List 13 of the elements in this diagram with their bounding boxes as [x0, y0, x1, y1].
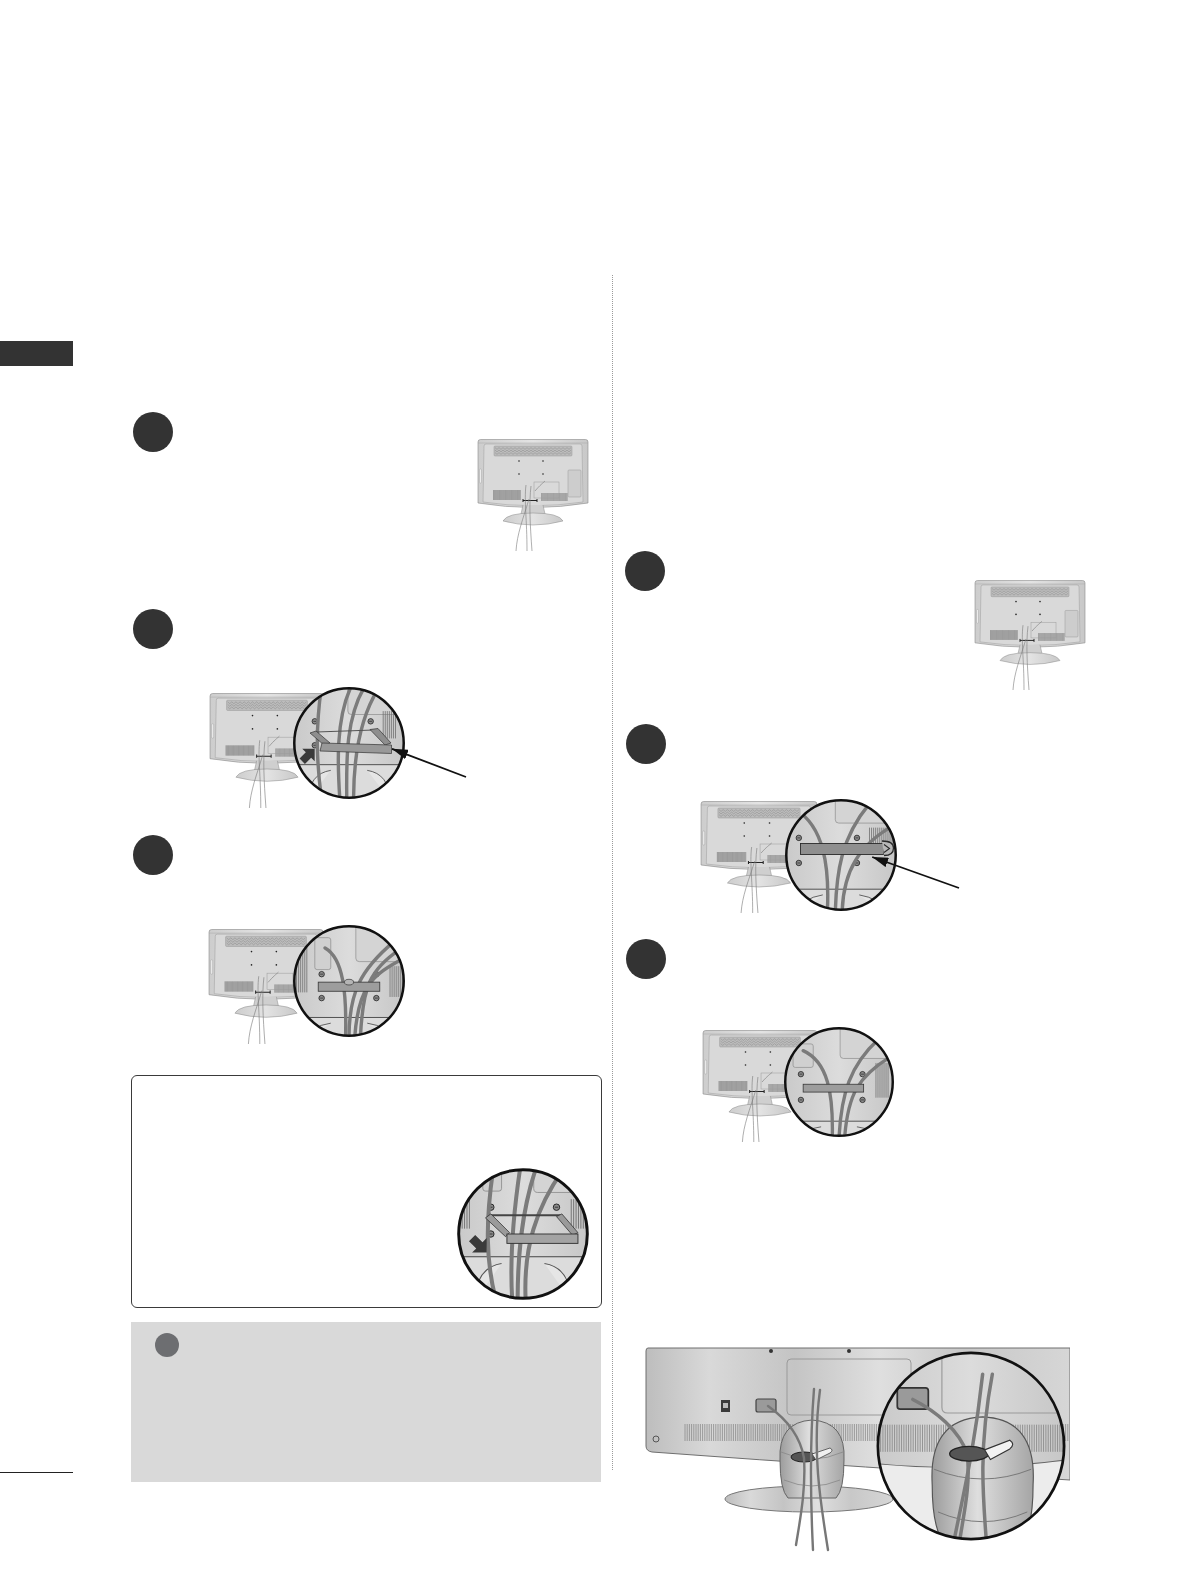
step-marker — [626, 939, 666, 979]
note-bullet-icon — [155, 1333, 179, 1357]
cable-holder — [308, 728, 392, 754]
step-marker — [626, 724, 666, 764]
leader-arrow — [871, 856, 960, 889]
step-marker — [625, 551, 665, 591]
step-marker — [133, 412, 173, 452]
note-panel — [131, 1322, 601, 1482]
leader-arrow — [391, 747, 467, 778]
cable-holder — [800, 839, 895, 857]
step-marker — [133, 609, 173, 649]
step-marker — [133, 835, 173, 875]
section-tab — [0, 341, 73, 366]
